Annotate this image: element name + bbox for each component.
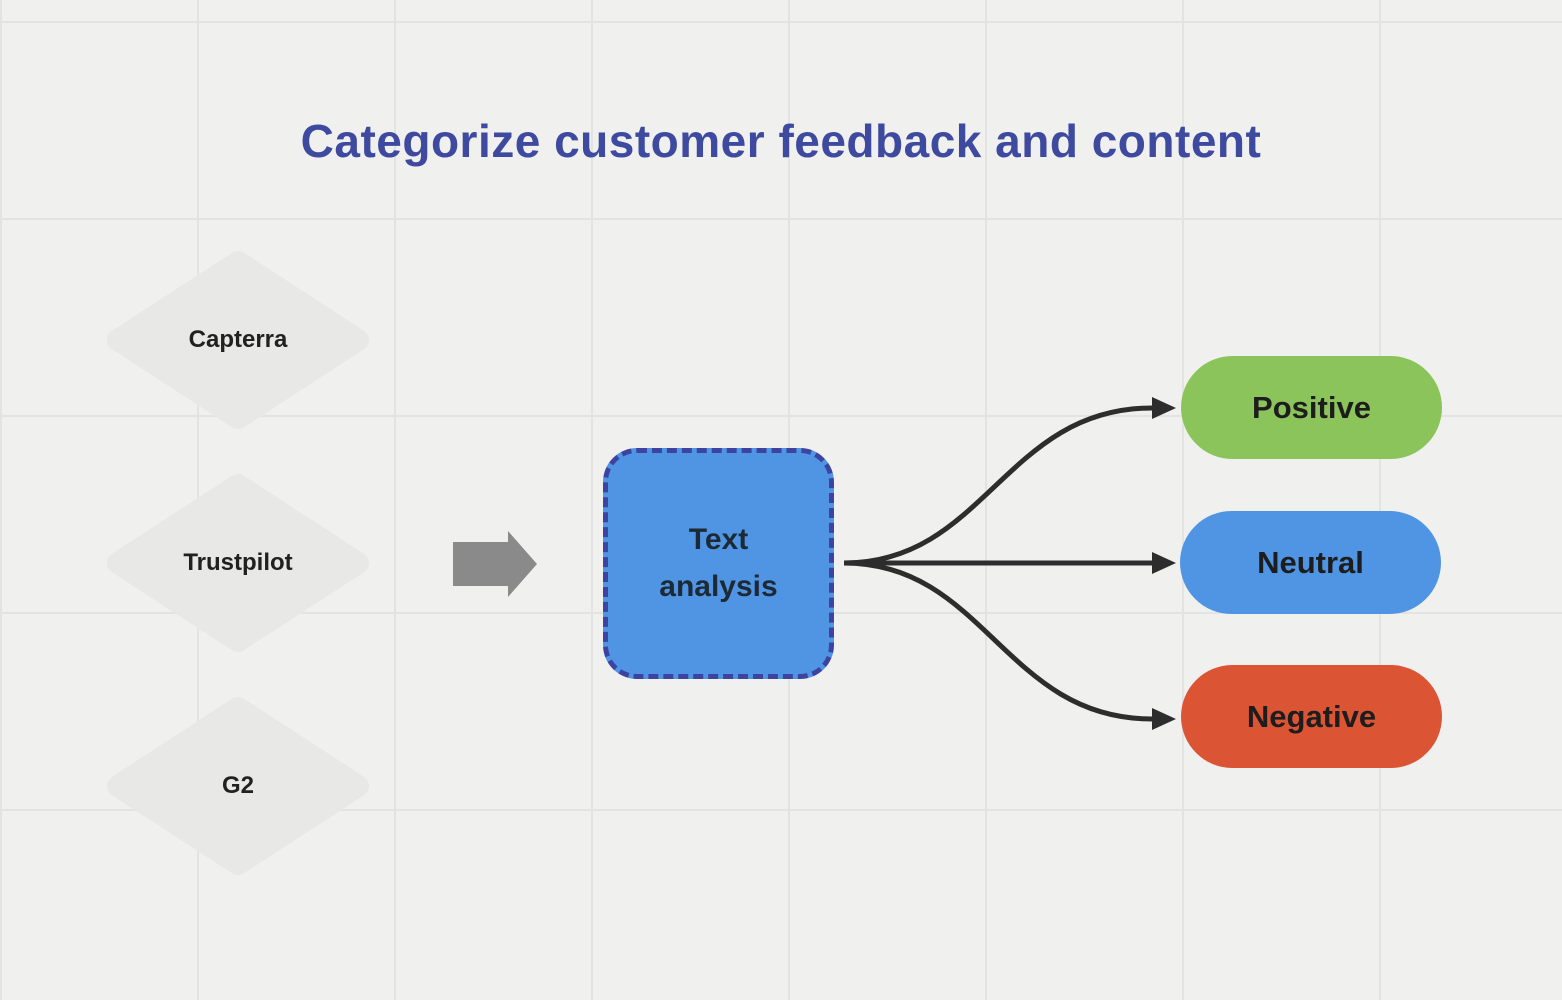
diagram-title[interactable]: Categorize customer feedback and content	[300, 115, 1262, 167]
output-node-positive[interactable]: Positive	[1181, 356, 1442, 459]
source-node-capterra[interactable]: Capterra	[105, 250, 371, 430]
diamond-shape-icon	[107, 697, 369, 875]
process-node-text-analysis[interactable]: Text analysis	[603, 448, 834, 679]
process-label: Text analysis	[659, 523, 778, 603]
source-label-g2: G2	[221, 772, 254, 799]
source-label-capterra: Capterra	[188, 326, 288, 353]
output-label-neutral: Neutral	[1257, 544, 1364, 580]
right-block-arrow-icon	[453, 531, 537, 597]
flow-arrow-shape[interactable]	[453, 531, 537, 597]
diamond-shape-icon	[107, 474, 369, 652]
output-label-positive: Positive	[1252, 389, 1371, 425]
source-label-trustpilot: Trustpilot	[183, 549, 293, 576]
output-node-neutral[interactable]: Neutral	[1180, 511, 1441, 614]
source-node-trustpilot[interactable]: Trustpilot	[105, 473, 371, 653]
connector-to-negative	[843, 560, 1176, 730]
output-node-negative[interactable]: Negative	[1181, 665, 1442, 768]
source-node-g2[interactable]: G2	[105, 696, 371, 876]
diamond-shape-icon	[107, 251, 369, 429]
connector-to-positive	[843, 397, 1176, 566]
output-label-negative: Negative	[1246, 698, 1377, 734]
